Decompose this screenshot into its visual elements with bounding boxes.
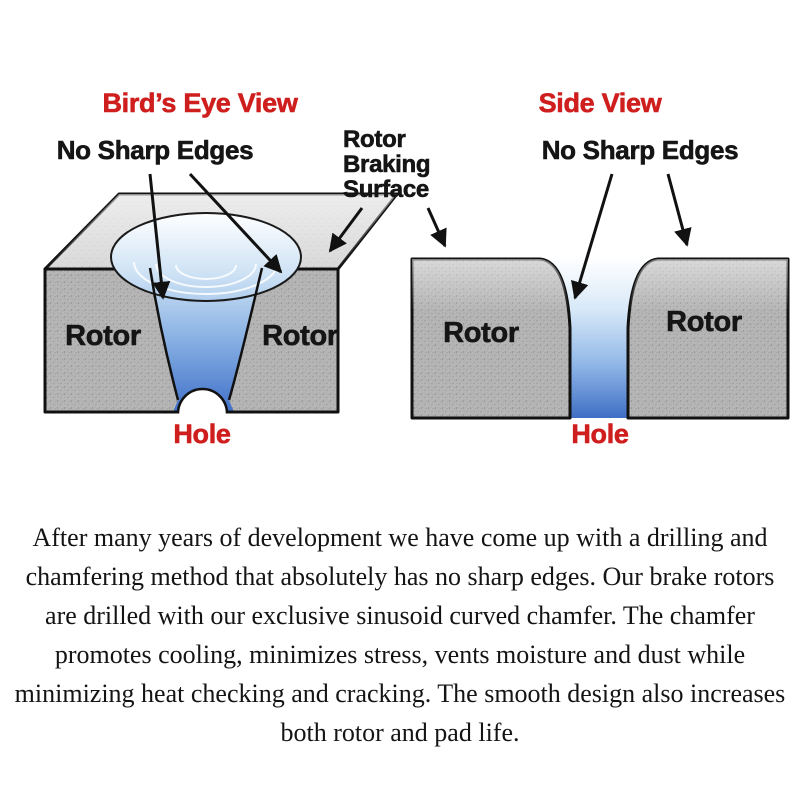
birdseye-no-sharp-edges-label: No Sharp Edges — [56, 135, 254, 166]
description-text: After many years of development we have … — [14, 523, 786, 747]
diagram-canvas — [43, 172, 790, 420]
hole-exit-notch — [178, 389, 227, 414]
arrow-no-sharp-edges-sv-left — [571, 173, 614, 300]
sideview-rotor-left-label: Rotor — [443, 317, 520, 350]
rotor-braking-surface-line3: Surface — [343, 176, 430, 203]
sideview-title: Side View — [538, 88, 662, 119]
birdseye-rotor-left-label: Rotor — [65, 320, 142, 353]
rotor-braking-surface-label: Rotor Braking Surface — [343, 126, 483, 203]
hole-exit-notch-edge — [176, 387, 229, 414]
sideview-rotor-right-label: Rotor — [666, 306, 743, 339]
sideview-left-highlight — [412, 259, 570, 418]
birdseye-chamfer-funnel — [150, 268, 262, 412]
birdseye-title: Bird’s Eye View — [102, 88, 298, 119]
arrow-no-sharp-edges-be-left — [148, 173, 171, 300]
sideview-right-highlight — [628, 259, 788, 418]
callout-arrows — [148, 172, 692, 300]
rotor-braking-surface-line1: Rotor — [343, 126, 406, 153]
birdseye-rotor-right-label: Rotor — [262, 320, 339, 353]
arrow-no-sharp-edges-sv-right — [666, 173, 692, 247]
arrow-braking-surface-left — [328, 207, 364, 253]
sideview-hole-label: Hole — [571, 419, 629, 450]
birdseye-rotor-solid — [43, 192, 399, 414]
birdseye-hole-opening — [110, 212, 302, 302]
arrow-no-sharp-edges-be-right — [188, 172, 283, 274]
chamfer-edge-right — [227, 267, 264, 401]
sideview-no-sharp-edges-label: No Sharp Edges — [541, 135, 739, 166]
birdseye-hole-label: Hole — [173, 419, 231, 450]
sideview-hole-chamfer — [540, 259, 658, 418]
rotor-braking-surface-line2: Braking — [343, 151, 431, 178]
sideview-rotor-section — [410, 257, 790, 420]
arrow-braking-surface-right — [426, 207, 447, 248]
